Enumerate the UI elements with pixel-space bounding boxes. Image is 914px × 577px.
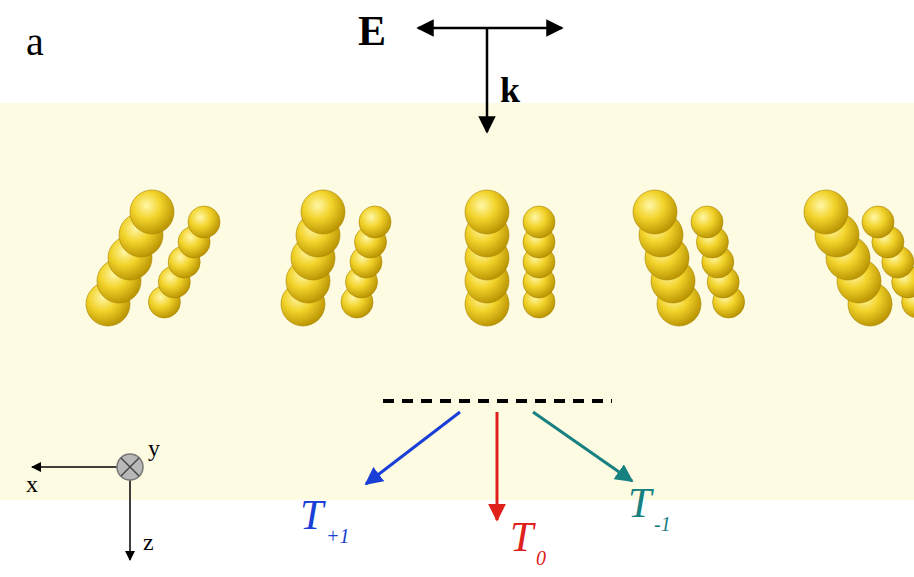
gold-sphere — [359, 206, 391, 238]
gold-sphere — [804, 190, 848, 234]
gold-sphere — [130, 190, 174, 234]
order-arrow — [533, 412, 632, 481]
axis-label: z — [143, 530, 154, 554]
sphere-chains — [86, 190, 914, 326]
field-label: E — [358, 10, 386, 52]
order-subscript: +1 — [326, 526, 350, 546]
medium-band — [0, 103, 914, 500]
order-arrow — [366, 412, 460, 484]
axis-label: x — [26, 472, 38, 496]
gold-sphere — [862, 206, 894, 238]
gold-sphere — [465, 190, 509, 234]
gold-sphere — [188, 206, 220, 238]
polarization-arrow — [418, 28, 562, 132]
order-subscript: 0 — [536, 548, 546, 568]
order-symbol: T — [628, 482, 651, 524]
order-subscript: -1 — [654, 514, 671, 534]
order-symbol: T — [300, 494, 323, 536]
gold-sphere — [633, 190, 677, 234]
grating-plane — [383, 399, 612, 403]
panel-letter: a — [26, 22, 44, 62]
order-arrow — [496, 412, 499, 520]
gold-sphere — [523, 206, 555, 238]
gold-sphere — [691, 206, 723, 238]
gold-sphere — [301, 190, 345, 234]
wavevector-label: k — [500, 72, 520, 108]
order-symbol: T — [510, 516, 533, 558]
axis-label: y — [148, 436, 160, 460]
axes-icon — [32, 454, 143, 560]
